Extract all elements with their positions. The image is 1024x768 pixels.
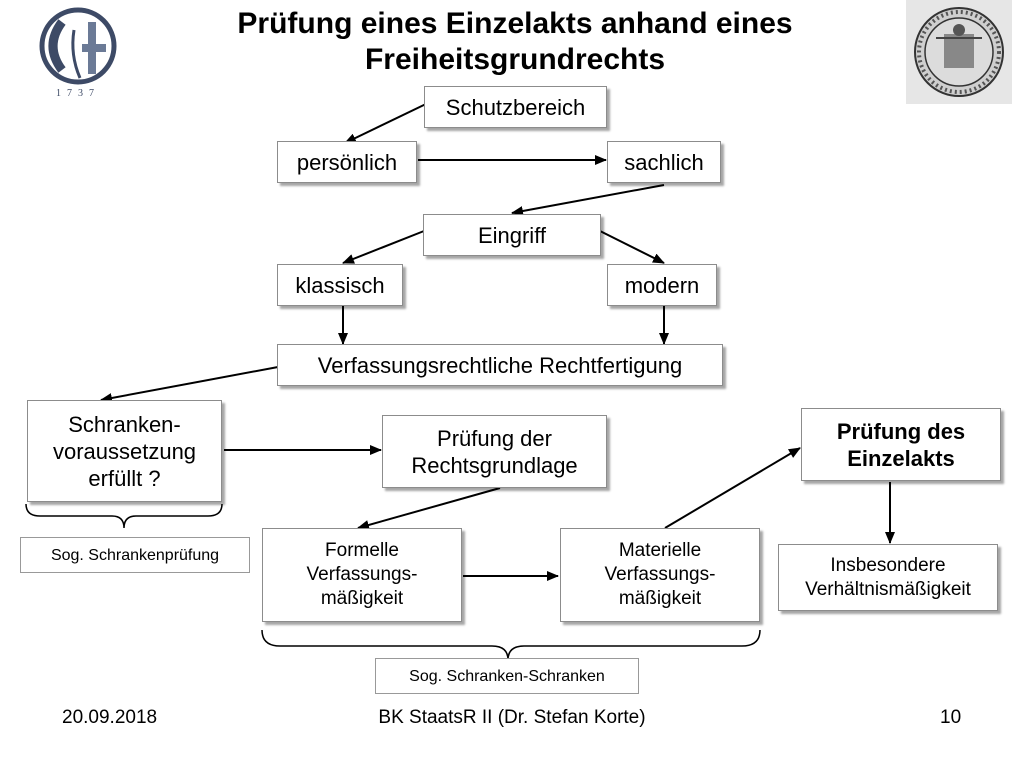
node-rechtsgrundlage-line-1: Prüfung der — [437, 425, 552, 451]
node-einzelakt-line-1: Prüfung des — [836, 418, 966, 444]
node-eingriff: Eingriff — [423, 214, 601, 256]
brace-schrankenpruefung — [25, 503, 223, 529]
arrow-sachlich-eingriff — [511, 184, 665, 216]
label-schranken-schranken: Sog. Schranken-Schranken — [375, 658, 639, 694]
node-formell-line-2: Verfassungs- — [306, 564, 418, 585]
label-schranken-schranken-text: Sog. Schranken-Schranken — [409, 667, 605, 685]
node-schutzbereich-label: Schutzbereich — [445, 94, 586, 120]
arrow-rechtsgrundlage-formell — [357, 487, 501, 530]
node-schutzbereich: Schutzbereich — [424, 86, 607, 128]
footer-page-number: 10 — [940, 707, 962, 728]
node-schranken-line-1: Schranken- — [68, 411, 181, 437]
university-logo: 1737 — [39, 7, 117, 99]
label-schrankenpruefung-text: Sog. Schrankenprüfung — [50, 546, 220, 564]
node-verhaeltnis: Insbesondere Verhältnismäßigkeit — [778, 544, 998, 611]
arrow-eingriff-klassisch — [342, 230, 425, 264]
footer-date: 20.09.2018 — [62, 707, 158, 728]
node-klassisch-label: klassisch — [295, 272, 385, 298]
node-eingriff-label: Eingriff — [477, 222, 547, 248]
node-schranken-line-2: voraussetzung — [52, 438, 197, 464]
node-sachlich: sachlich — [607, 141, 721, 183]
node-materiell-line-2: Verfassungs- — [604, 564, 716, 585]
node-rechtfertigung: Verfassungsrechtliche Rechtfertigung — [277, 344, 723, 386]
node-schranken-line-3: erfüllt ? — [88, 465, 161, 491]
node-verhaeltnis-line-2: Verhältnismäßigkeit — [805, 578, 971, 600]
node-sachlich-label: sachlich — [624, 149, 704, 175]
node-rechtsgrundlage-line-2: Rechtsgrundlage — [411, 452, 578, 478]
node-persoenlich: persönlich — [277, 141, 417, 183]
node-rechtfertigung-label: Verfassungsrechtliche Rechtfertigung — [317, 352, 683, 378]
arrow-schutzbereich-persoenlich — [344, 102, 429, 144]
node-persoenlich-label: persönlich — [296, 149, 398, 175]
node-klassisch: klassisch — [277, 264, 403, 306]
node-formell: Formelle Verfassungs- mäßigkeit — [262, 528, 462, 622]
slide-title-line-2: Freiheitsgrundrechts — [364, 43, 666, 76]
seal-emblem-icon — [914, 7, 1004, 97]
slide-title-line-1: Prüfung eines Einzelakts anhand eines — [237, 7, 793, 40]
arrow-eingriff-modern — [599, 230, 665, 264]
node-formell-line-1: Formelle — [325, 540, 399, 561]
arrow-rechtfertigung-schranken — [100, 366, 279, 403]
node-materiell: Materielle Verfassungs- mäßigkeit — [560, 528, 760, 622]
node-verhaeltnis-line-1: Insbesondere — [830, 554, 946, 576]
label-schrankenpruefung: Sog. Schrankenprüfung — [20, 537, 250, 573]
node-einzelakt-line-2: Einzelakts — [847, 445, 955, 471]
node-rechtsgrundlage: Prüfung der Rechtsgrundlage — [382, 415, 607, 488]
footer-course: BK StaatsR II (Dr. Stefan Korte) — [378, 707, 646, 728]
svg-text:1737: 1737 — [56, 88, 100, 99]
node-materiell-line-3: mäßigkeit — [618, 588, 702, 609]
brace-schranken-schranken — [261, 629, 761, 661]
node-schranken: Schranken- voraussetzung erfüllt ? — [27, 400, 222, 502]
node-materiell-line-1: Materielle — [618, 540, 702, 561]
arrow-materiell-einzelakt — [664, 447, 801, 529]
university-seal — [906, 0, 1012, 104]
slide-title: Prüfung eines Einzelakts anhand eines Fr… — [150, 6, 880, 78]
node-modern-label: modern — [624, 272, 700, 298]
node-einzelakt: Prüfung des Einzelakts — [801, 408, 1001, 481]
node-formell-line-3: mäßigkeit — [320, 588, 404, 609]
node-modern: modern — [607, 264, 717, 306]
